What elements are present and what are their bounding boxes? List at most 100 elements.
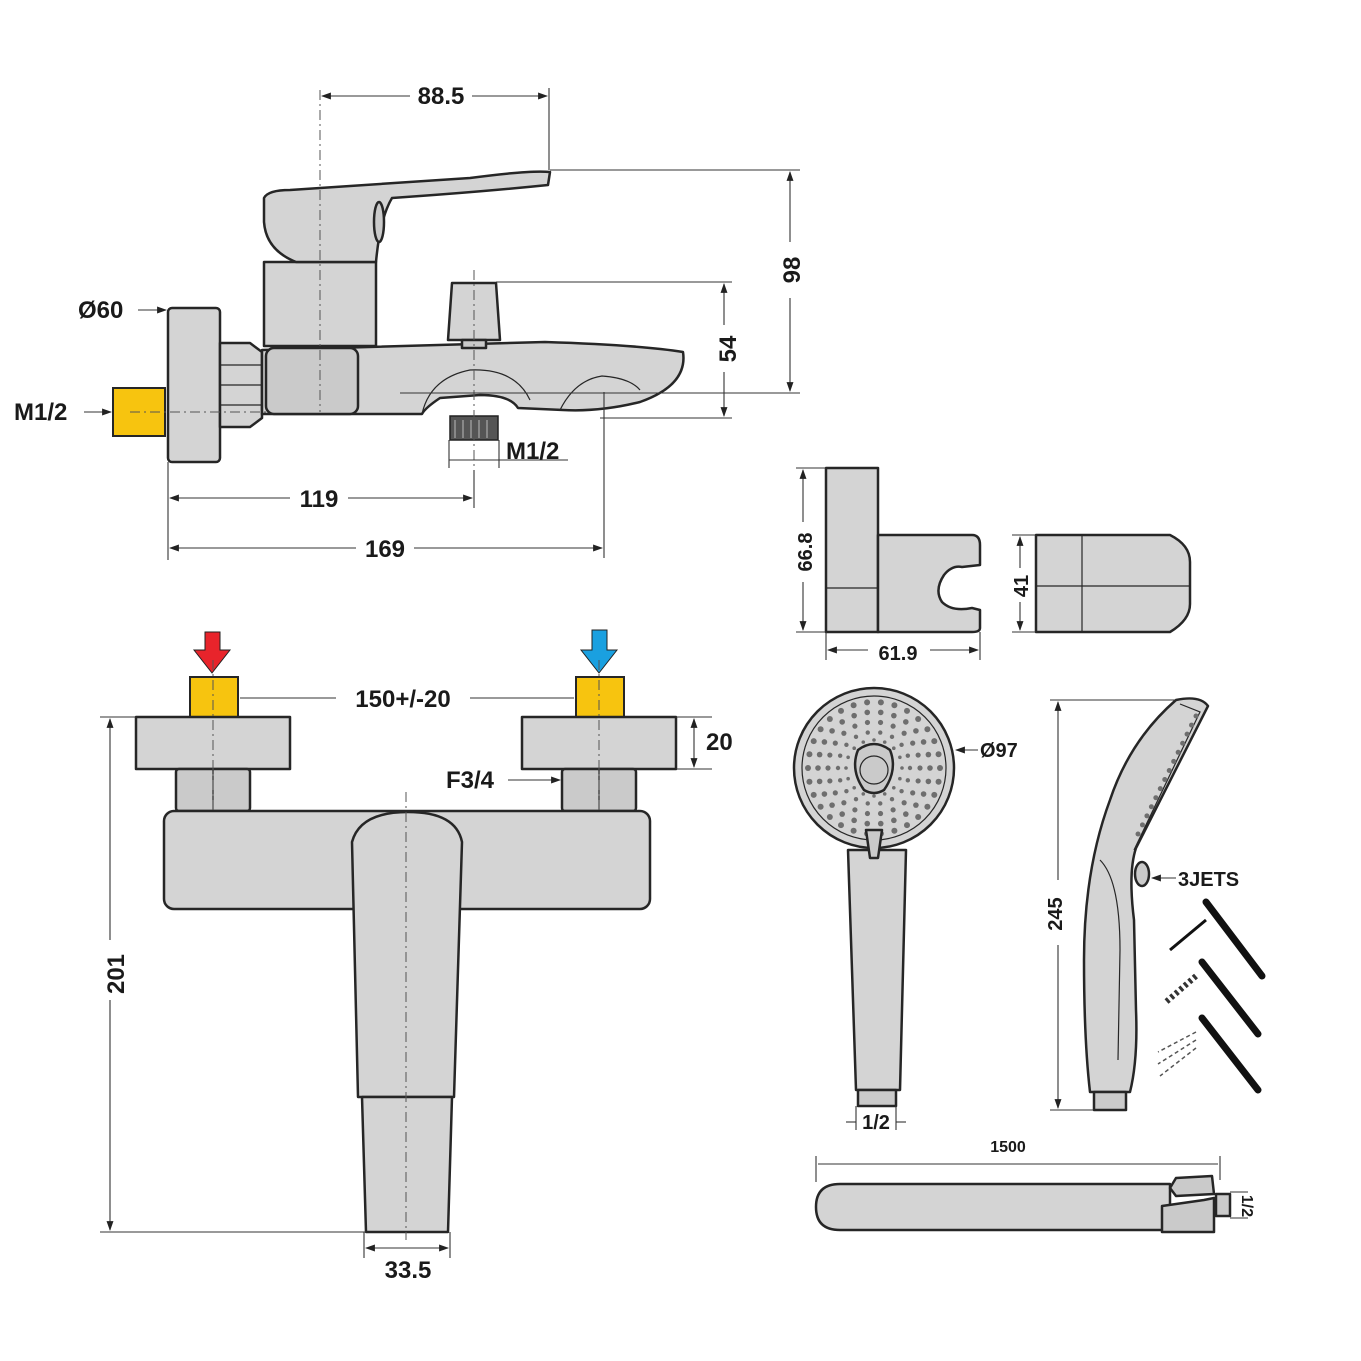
nozzle-dot bbox=[846, 776, 850, 781]
label-outlet-thread: M1/2 bbox=[506, 438, 559, 465]
nozzle-dot bbox=[817, 803, 824, 810]
holder-cradle bbox=[876, 533, 982, 634]
nozzle-dot bbox=[839, 811, 845, 817]
lever-handle bbox=[262, 170, 552, 264]
dim-holder-width: 61.9 bbox=[879, 643, 918, 665]
hose-cone-lower bbox=[1160, 1196, 1216, 1234]
nozzle-dot bbox=[889, 796, 895, 802]
nozzle-dot bbox=[925, 778, 932, 785]
nozzle-dot bbox=[861, 740, 866, 744]
nozzle-dot bbox=[844, 788, 849, 794]
dim-total-height: 98 bbox=[779, 257, 806, 284]
side-nozzle-dot bbox=[1189, 722, 1195, 728]
front-view-dimensions: 150+/-20 20 F3/4 201 33.5 bbox=[100, 686, 733, 1284]
hand-shower-side: 245 3JETS bbox=[1045, 697, 1266, 1112]
coupling-ring bbox=[264, 346, 360, 416]
cold-inlet-connector bbox=[575, 676, 625, 718]
hand-shower-front: Ø97 1/2 bbox=[792, 686, 1018, 1134]
nozzle-dot bbox=[935, 778, 942, 785]
nozzle-dot bbox=[891, 817, 897, 824]
label-hose-thread: 1/2 bbox=[1238, 1195, 1255, 1217]
nozzle-dot bbox=[864, 810, 871, 817]
side-nozzle-dot bbox=[1153, 795, 1159, 801]
nozzle-dot bbox=[891, 785, 896, 790]
nozzle-dot bbox=[915, 814, 922, 821]
nozzle-dot bbox=[815, 765, 821, 771]
spray-mode-icons bbox=[1157, 898, 1266, 1094]
nozzle-dot bbox=[890, 723, 896, 729]
nozzle-dot bbox=[852, 746, 857, 751]
nozzle-dot bbox=[844, 766, 848, 770]
side-thread bbox=[1092, 1090, 1128, 1112]
nozzle-dot bbox=[877, 719, 884, 726]
side-jet-selector bbox=[1133, 860, 1151, 888]
nozzle-dot bbox=[931, 738, 938, 745]
hot-water-arrow bbox=[192, 631, 232, 674]
nozzle-dot bbox=[838, 707, 844, 714]
dim-holder-side-height: 41 bbox=[1011, 575, 1033, 597]
nozzle-dot bbox=[829, 728, 835, 734]
label-jets: 3JETS bbox=[1178, 869, 1239, 891]
nozzle-dot bbox=[905, 778, 911, 783]
side-nozzle-dot bbox=[1139, 822, 1145, 828]
nozzle-dot bbox=[878, 730, 883, 735]
nozzle-dot bbox=[851, 817, 857, 824]
nozzle-dot bbox=[903, 811, 909, 817]
nozzle-dot bbox=[903, 719, 909, 725]
nozzle-dot bbox=[890, 807, 896, 813]
nozzle-dot bbox=[837, 778, 843, 783]
nozzle-dot bbox=[826, 814, 833, 821]
nozzle-dot bbox=[832, 740, 838, 746]
nozzle-dot bbox=[806, 751, 813, 758]
dim-wall-to-spout: 169 bbox=[365, 536, 405, 563]
nozzle-dot bbox=[806, 778, 813, 785]
handle-upper bbox=[350, 810, 464, 1099]
nozzle-dot bbox=[850, 827, 857, 834]
hose-thread-end bbox=[1214, 1192, 1232, 1218]
nozzle-dot bbox=[889, 734, 895, 740]
jet-mode-3-icon bbox=[1198, 1014, 1262, 1094]
hose-body bbox=[814, 1182, 1172, 1232]
nozzle-dot bbox=[864, 699, 871, 706]
nozzle-dot bbox=[913, 802, 919, 808]
nozzle-dot bbox=[839, 719, 845, 725]
nozzle-dot bbox=[882, 740, 887, 744]
nozzle-dot bbox=[865, 801, 870, 806]
nozzle-dot bbox=[872, 794, 876, 798]
nozzle-dot bbox=[905, 753, 911, 758]
nozzle-dot bbox=[891, 827, 898, 834]
jet-selector bbox=[864, 828, 884, 860]
nozzle-dot bbox=[931, 791, 938, 798]
jet-stream-rain-2 bbox=[1157, 1039, 1197, 1065]
side-nozzle-dot bbox=[1135, 831, 1141, 837]
nozzle-dot bbox=[827, 752, 833, 758]
nozzle-dot bbox=[910, 740, 916, 746]
side-nozzle-dot bbox=[1175, 749, 1181, 755]
nozzle-dot bbox=[821, 739, 828, 745]
jet-stream-rain-3 bbox=[1159, 1047, 1197, 1077]
nozzle-dot bbox=[838, 822, 844, 829]
nozzle-dot bbox=[924, 726, 931, 733]
jet-stream-single bbox=[1169, 918, 1207, 952]
jet-mode-2-icon bbox=[1198, 958, 1262, 1038]
nozzle-dot bbox=[877, 810, 884, 817]
nozzle-dot bbox=[826, 715, 833, 722]
nozzle-dot bbox=[853, 796, 859, 802]
side-nozzle-dot bbox=[1144, 813, 1150, 819]
nozzle-dot bbox=[882, 792, 887, 796]
nozzle-dot bbox=[865, 730, 870, 735]
nozzle-dot bbox=[910, 790, 916, 796]
dim-hand-length: 245 bbox=[1045, 897, 1067, 930]
nozzle-dot bbox=[925, 751, 932, 758]
dim-hose-length: 1500 bbox=[990, 1139, 1026, 1156]
nozzle-dot bbox=[915, 752, 921, 758]
spout-body bbox=[260, 340, 685, 416]
holder-wall-plate bbox=[824, 466, 880, 634]
label-flange-diameter: Ø60 bbox=[78, 297, 123, 324]
dim-inlet-spacing: 150+/-20 bbox=[355, 686, 450, 713]
shower-hose: 1500 1/2 bbox=[814, 1139, 1255, 1234]
side-view-mixer bbox=[112, 90, 685, 505]
nozzle-dot bbox=[877, 709, 884, 716]
hose-cone-upper bbox=[1168, 1174, 1216, 1198]
nozzle-dot bbox=[816, 778, 823, 785]
